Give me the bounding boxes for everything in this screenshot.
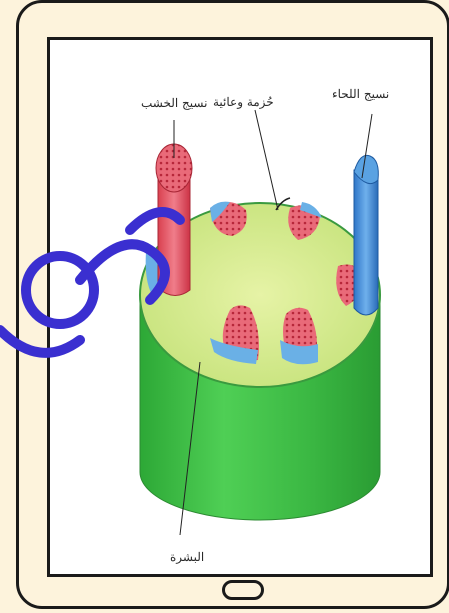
bundle-leader-line [255, 110, 278, 210]
label-phloem: نسيج اللحاء [332, 87, 389, 101]
label-xylem: نسيج الخشب [141, 96, 207, 110]
diagram-screen: نسيج الخشب حُزمة وعائية نسيج اللحاء البش… [47, 37, 433, 577]
xylem-tissue [156, 144, 192, 296]
phloem-tissue [354, 155, 378, 315]
label-epidermis: البشرة [170, 550, 204, 564]
home-button[interactable] [222, 580, 264, 600]
label-vascular-bundle: حُزمة وعائية [213, 95, 274, 109]
stem-cross-section-diagram [50, 40, 430, 574]
